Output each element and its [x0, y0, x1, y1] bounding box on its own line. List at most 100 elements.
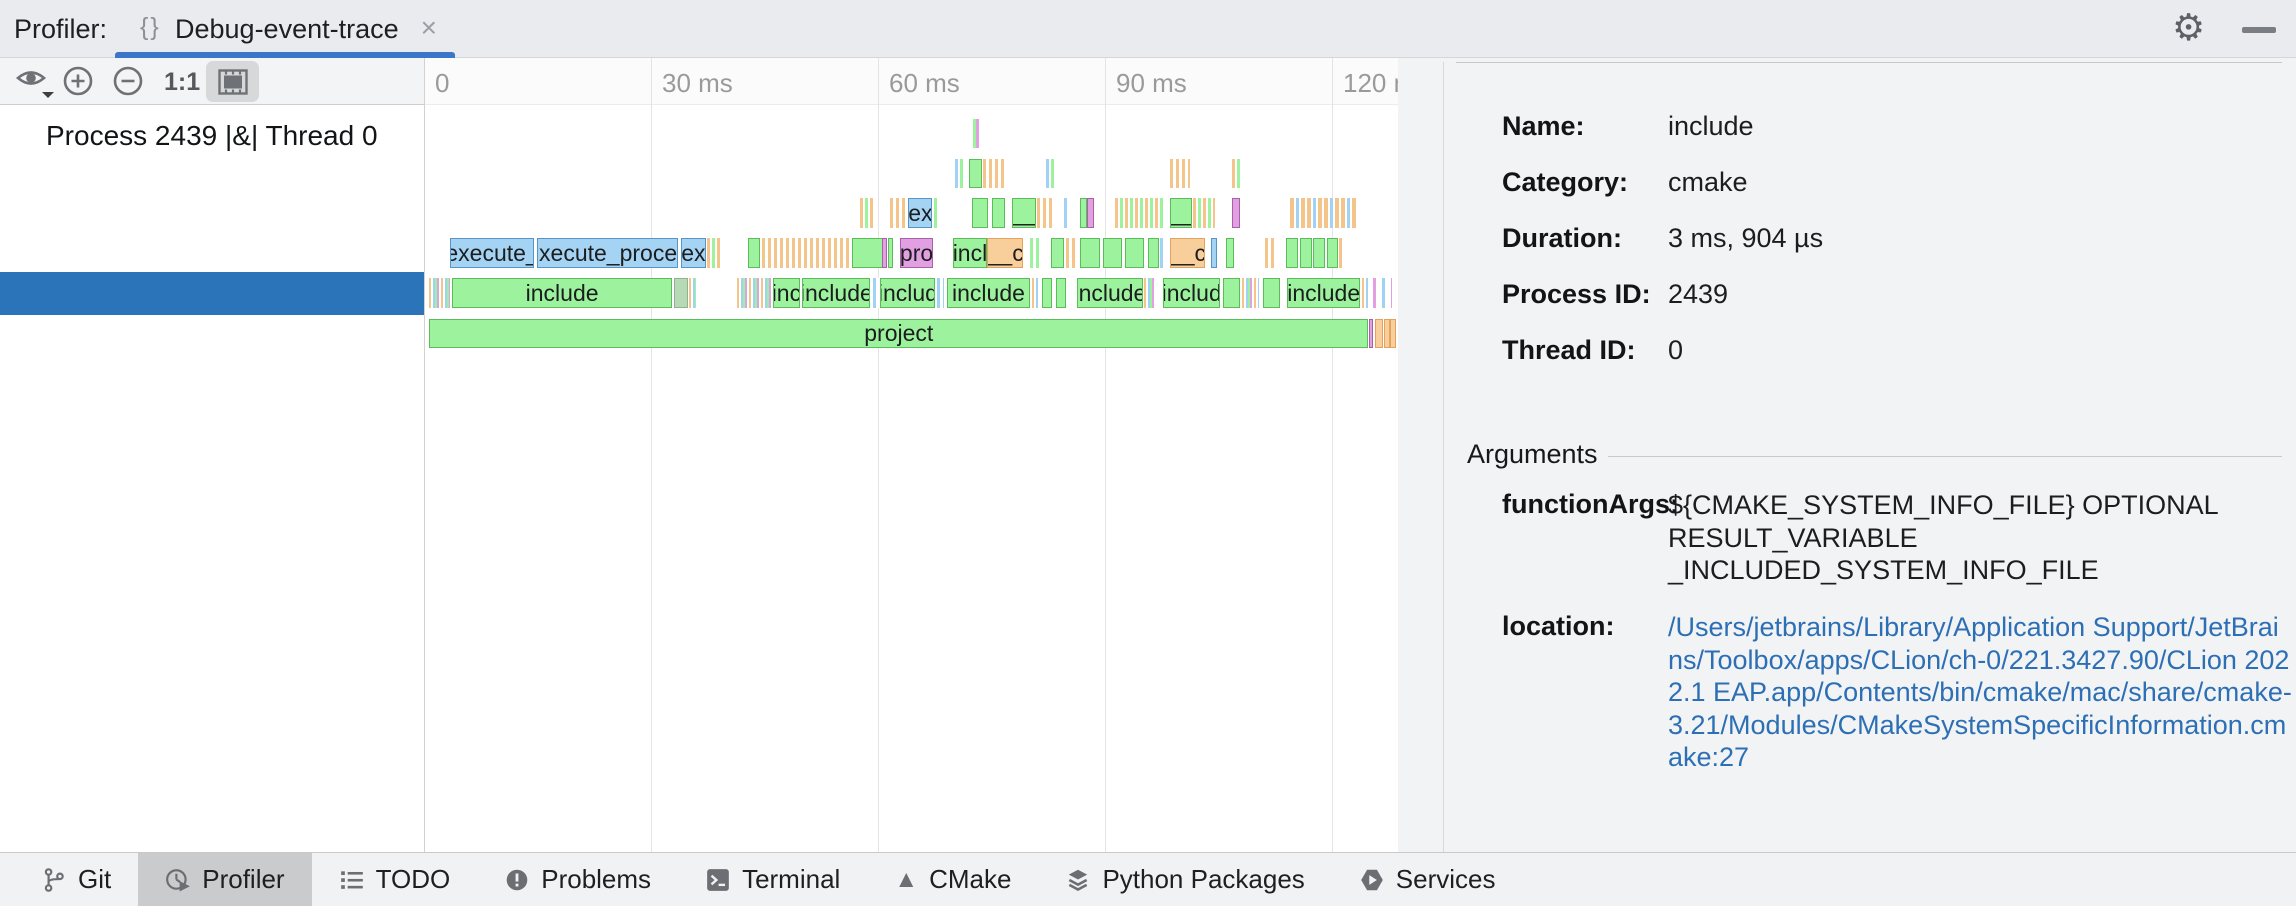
flame-segment[interactable] — [1223, 278, 1240, 308]
flame-segment-pro[interactable]: pro — [899, 238, 934, 268]
flame-segment[interactable] — [1289, 198, 1357, 228]
flame-segment[interactable] — [1160, 238, 1164, 268]
flame-segment[interactable] — [673, 278, 689, 308]
flame-segment[interactable] — [762, 238, 853, 268]
flame-segment[interactable] — [1362, 278, 1369, 308]
flame-segment[interactable] — [1051, 238, 1065, 268]
zoom-reset-button[interactable]: 1:1 — [164, 68, 201, 96]
flame-segment[interactable] — [1285, 238, 1298, 268]
flame-segment[interactable] — [1232, 159, 1240, 188]
close-icon[interactable]: × — [420, 12, 437, 43]
flame-segment-c[interactable]: __c — [987, 238, 1024, 268]
flame-segment[interactable] — [1064, 198, 1069, 228]
toolwindow-services[interactable]: Services — [1332, 853, 1523, 906]
flame-segment[interactable] — [737, 278, 773, 308]
location-link[interactable]: /Users/jetbrains/Library/Application Sup… — [1668, 612, 2292, 772]
flame-segment[interactable] — [1372, 278, 1392, 308]
flame-segment[interactable] — [1102, 238, 1122, 268]
flame-segment[interactable] — [881, 238, 888, 268]
flame-segment[interactable] — [934, 198, 941, 228]
flame-segment[interactable] — [1170, 159, 1190, 188]
flame-segment[interactable] — [887, 238, 894, 268]
toolwindow-todo[interactable]: TODO — [312, 853, 478, 906]
flame-segment-c[interactable]: __c — [1170, 238, 1205, 268]
flame-segment[interactable] — [1124, 238, 1145, 268]
toolwindow-terminal[interactable]: Terminal — [678, 853, 867, 906]
flame-segment-inc[interactable]: inc — [772, 278, 800, 308]
toolwindow-problems[interactable]: Problems — [477, 853, 678, 906]
flame-segment[interactable] — [890, 198, 906, 228]
flame-segment[interactable] — [1036, 198, 1056, 228]
flame-segment[interactable] — [1065, 238, 1078, 268]
flame-segment[interactable] — [1148, 238, 1159, 268]
flame-segment[interactable] — [1080, 238, 1100, 268]
flame-segment[interactable] — [688, 278, 696, 308]
flame-segment-includ[interactable]: includ — [1163, 278, 1221, 308]
flame-segment-include[interactable]: include — [946, 278, 1031, 308]
flame-segment-include[interactable]: include — [452, 278, 673, 308]
flame-segment-includ[interactable]: includ — [880, 278, 936, 308]
flame-segment[interactable] — [859, 198, 873, 228]
flame-segment-executeproces[interactable]: execute_proces — [536, 238, 679, 268]
toolwindow-cmake[interactable]: ▲ CMake — [867, 853, 1038, 906]
flame-segment[interactable] — [1265, 238, 1274, 268]
flame-segment[interactable] — [983, 159, 1006, 188]
flame-segment[interactable] — [1086, 198, 1094, 228]
toolwindow-git[interactable]: Git — [14, 853, 138, 906]
flame-segment[interactable] — [1192, 198, 1215, 228]
flame-segment[interactable] — [1232, 198, 1241, 228]
flame-segment-[interactable]: __ — [1170, 198, 1192, 228]
flame-segment[interactable] — [1046, 159, 1056, 188]
flame-segment[interactable] — [1144, 278, 1157, 308]
process-thread-label[interactable]: Process 2439 |&| Thread 0 — [46, 120, 378, 151]
tab-debug-event-trace[interactable]: {} Debug-event-trace × — [115, 0, 455, 58]
flame-segment-include[interactable]: include — [802, 278, 871, 308]
flame-segment[interactable] — [1375, 319, 1383, 348]
flame-segment-ex[interactable]: ex — [908, 198, 933, 228]
flame-segment[interactable] — [955, 159, 965, 188]
flame-segment[interactable] — [1055, 278, 1067, 308]
flame-segment-execute[interactable]: execute_ — [449, 238, 535, 268]
flame-segment[interactable] — [971, 198, 988, 228]
toolwindow-profiler[interactable]: Profiler — [138, 853, 312, 906]
gear-icon[interactable]: ⚙ — [2172, 7, 2206, 48]
eye-dropdown-icon[interactable] — [14, 64, 60, 100]
flame-segment[interactable] — [747, 238, 760, 268]
flame-segment[interactable] — [1313, 238, 1326, 268]
flame-segment[interactable] — [707, 238, 723, 268]
flame-segment[interactable] — [429, 278, 451, 308]
flame-segment[interactable] — [1326, 238, 1339, 268]
flame-segment[interactable] — [1369, 319, 1373, 348]
flame-segment-incl[interactable]: incl — [952, 238, 987, 268]
flame-segment-include[interactable]: include — [1287, 278, 1360, 308]
flame-segment[interactable] — [937, 278, 944, 308]
flame-segment[interactable] — [1299, 238, 1312, 268]
flame-segment[interactable] — [1242, 278, 1260, 308]
flame-segment[interactable] — [1338, 238, 1344, 268]
flame-segment-project[interactable]: project — [429, 319, 1369, 348]
flame-segment[interactable] — [1263, 278, 1280, 308]
frame-filter-button[interactable] — [206, 61, 259, 102]
flame-segment[interactable] — [872, 278, 879, 308]
flame-segment[interactable] — [1226, 238, 1234, 268]
flame-segment[interactable] — [1030, 238, 1040, 268]
flame-segment[interactable] — [1080, 198, 1087, 228]
flame-segment-[interactable]: __ — [1011, 198, 1037, 228]
zoom-in-icon[interactable] — [62, 64, 94, 98]
flame-segment[interactable] — [968, 159, 983, 188]
flame-segment[interactable] — [1042, 278, 1052, 308]
zoom-out-icon[interactable] — [112, 64, 144, 98]
flame-segment[interactable] — [1114, 198, 1165, 228]
flame-segment[interactable] — [992, 198, 1006, 228]
flame-segment[interactable] — [973, 119, 980, 148]
flame-segment[interactable] — [1390, 319, 1397, 348]
flame-segment[interactable] — [1032, 278, 1039, 308]
flame-segment[interactable] — [1210, 238, 1217, 268]
flame-segment[interactable] — [852, 238, 885, 268]
minimize-icon[interactable] — [2242, 27, 2276, 33]
flame-segment-include[interactable]: include — [1077, 278, 1143, 308]
flame-segment-ex[interactable]: ex — [680, 238, 707, 268]
flame-segment[interactable] — [1383, 319, 1390, 348]
panel-separator[interactable] — [424, 58, 425, 852]
